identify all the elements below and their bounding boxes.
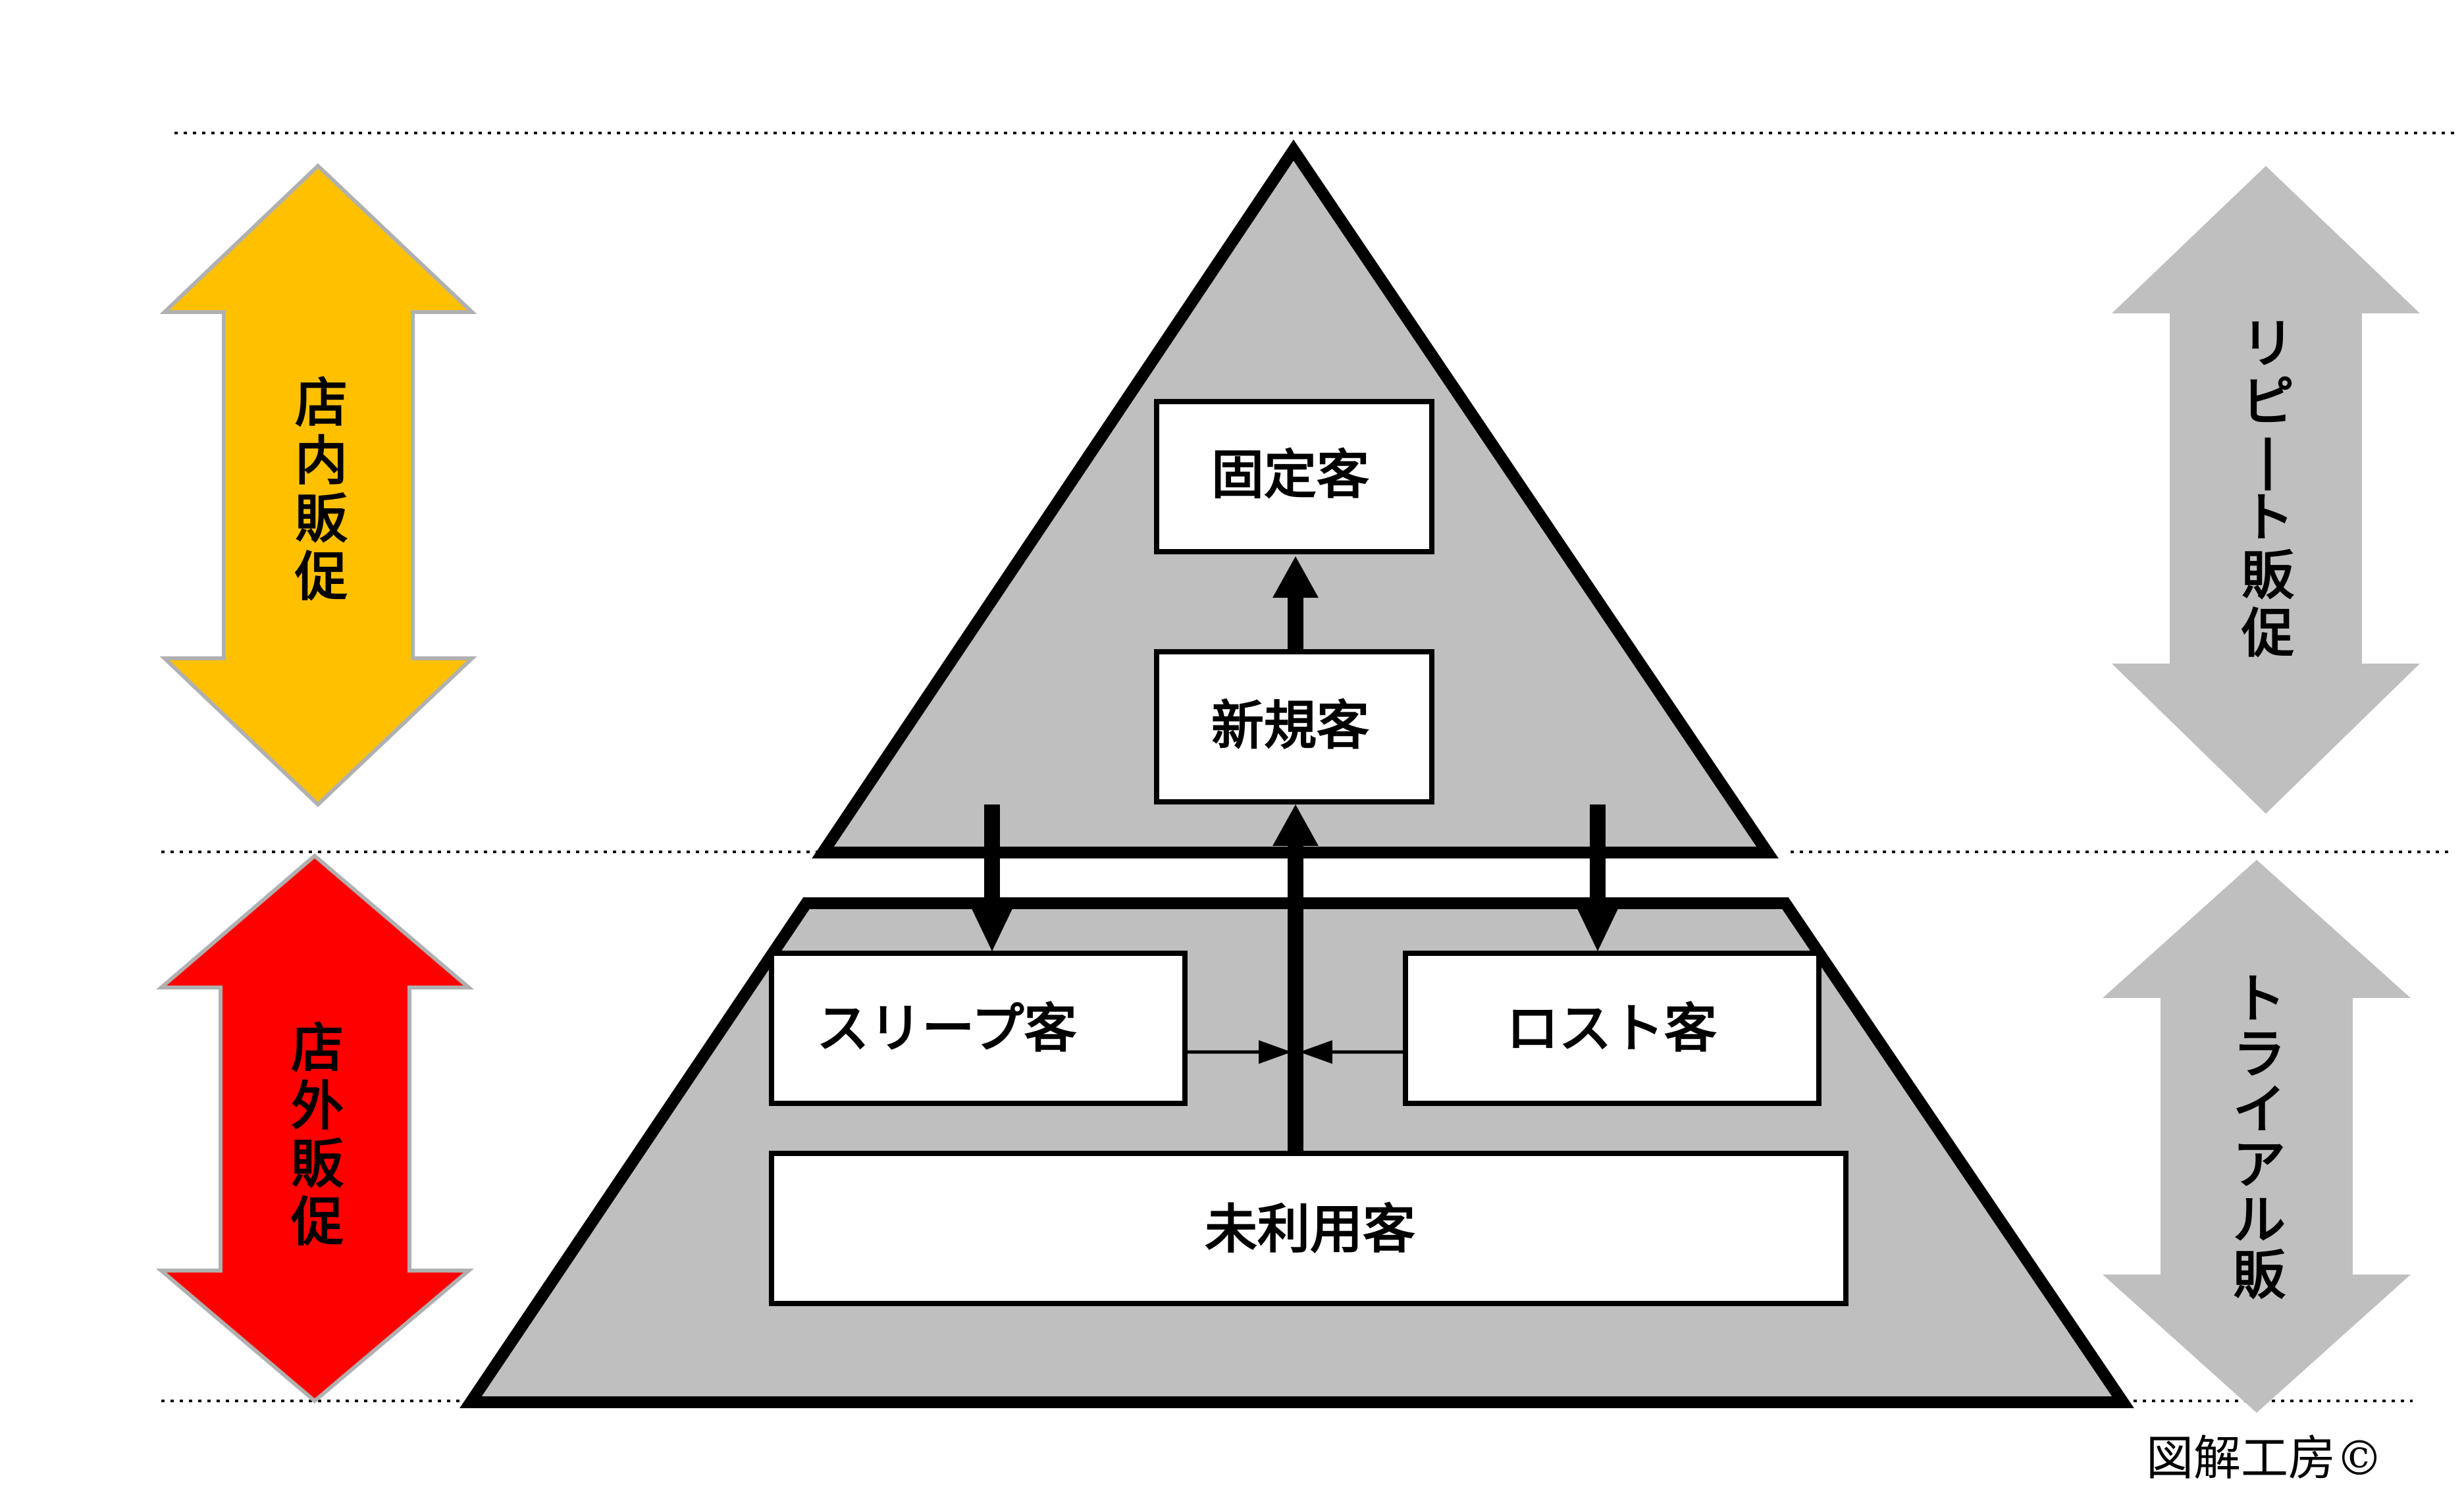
label-in-store-promo: 店内販促: [294, 373, 348, 608]
arrowhead-down-to-lost: [1575, 903, 1621, 951]
label-out-store-promo: 店外販促: [290, 1018, 344, 1253]
label-new-customer: 新規客: [1211, 695, 1369, 756]
label-lost-customer: ロスト客: [1506, 998, 1717, 1059]
arrowhead-up-to-fixed: [1272, 556, 1319, 598]
repeat-promo-arrow: [2112, 166, 2420, 814]
arrowhead-down-to-sleep: [969, 903, 1015, 951]
box-fixed-customer: [1154, 399, 1434, 554]
arrowhead-up-to-new: [1272, 804, 1319, 846]
arrowhead-left-from-lost: [1299, 1040, 1332, 1064]
out-store-promo-arrow: [155, 853, 475, 1404]
label-sleep-customer: スリープ客: [816, 998, 1076, 1059]
in-store-promo-arrow: [159, 163, 477, 808]
arrowhead-right-from-sleep: [1259, 1040, 1292, 1064]
label-fixed-customer: 固定客: [1211, 444, 1369, 506]
trial-promo-arrow: [2103, 860, 2411, 1413]
box-new-customer: [1154, 649, 1434, 804]
label-trial-promo: トライアル販: [2233, 968, 2286, 1306]
label-repeat-promo: リピ|ト販促: [2241, 313, 2295, 664]
box-lost-customer: [1403, 951, 1822, 1106]
credit-text: 図解工房©: [2146, 1431, 2383, 1486]
label-unused-customer: 未利用客: [1205, 1199, 1415, 1260]
box-sleep-customer: [769, 951, 1188, 1106]
box-unused-customer: [769, 1151, 1848, 1306]
